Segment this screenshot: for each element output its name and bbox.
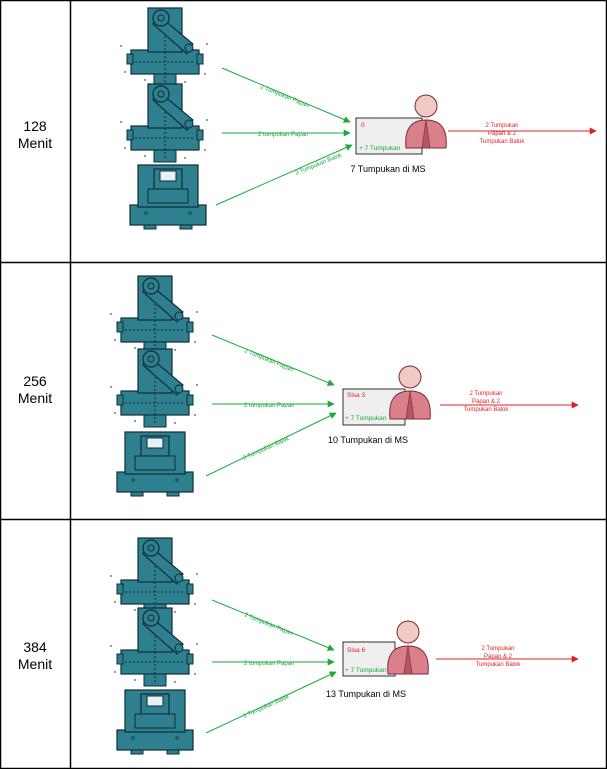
ms-storage-box: [342, 641, 396, 677]
arrow-top: [211, 334, 335, 386]
row-128-menit: 128 Menit 2 Tumpukan Papan 2 tumpukan Pa…: [18, 7, 597, 230]
box-top-text: Sisa 3: [347, 392, 365, 399]
arrow-top-label: 2 Tumpukan Papan: [243, 612, 294, 637]
box-bottom-text: + 7 Tumpukan: [345, 667, 387, 674]
arrow-bottom: [205, 671, 337, 734]
arrow-bottom: [215, 144, 353, 206]
row-384-menit: 384 Menit 2 Tumpukan Papan 2 tumpukan Pa…: [18, 537, 579, 755]
box-bottom-text: + 7 Tumpukan: [345, 415, 387, 422]
ms-caption: 13 Tumpukan di MS: [326, 689, 406, 699]
saw-machine-icon: [129, 164, 207, 230]
saw-machine-icon: [116, 689, 194, 755]
output-label-line1: 2 Tumpukan: [481, 646, 514, 652]
arrow-mid-label: 2 tumpukan Papan: [244, 403, 294, 409]
arrow-top: [221, 67, 351, 123]
arrow-bottom-label: 3 Tumpukan Balok: [242, 436, 291, 462]
time-unit: Menit: [18, 135, 52, 151]
arrow-mid-label: 2 tumpukan Papan: [244, 661, 294, 667]
planer-machine-icon: [119, 83, 209, 163]
time-value: 256: [23, 373, 47, 389]
arrow-mid-label: 2 tumpukan Papan: [258, 132, 308, 138]
time-value: 128: [23, 118, 47, 134]
time-value: 384: [23, 639, 47, 655]
output-label-line1: 2 Tumpukan: [485, 123, 518, 129]
output-label-line2: Papan & 2: [488, 131, 517, 137]
output-label-line3: Tumpukan Balok: [480, 139, 526, 145]
output-label-line2: Papan & 2: [472, 399, 501, 405]
output-label-line3: Tumpukan Balok: [464, 407, 510, 413]
box-bottom-text: + 7 Tumpukan: [359, 145, 401, 152]
planer-machine-icon: [109, 275, 199, 355]
time-unit: Menit: [18, 390, 52, 406]
planer-machine-icon: [109, 607, 199, 687]
box-top-text: 0: [361, 122, 365, 129]
arrow-top-label: 2 Tumpukan Papan: [259, 84, 310, 109]
output-label-line2: Papan & 2: [484, 654, 513, 660]
arrow-top-label: 2 Tumpukan Papan: [243, 348, 294, 373]
output-label-line3: Tumpukan Balok: [476, 662, 522, 668]
arrow-bottom-label: 3 Tumpukan Balok: [242, 694, 291, 720]
row-256-menit: 256 Menit 2 Tumpukan Papan 2 tumpukan Pa…: [18, 275, 579, 497]
arrow-bottom-label: 3 Tumpukan Balok: [295, 152, 344, 177]
saw-machine-icon: [116, 431, 194, 497]
arrow-bottom: [205, 412, 337, 477]
box-top-text: Sisa 6: [347, 647, 365, 654]
planer-machine-icon: [109, 348, 199, 428]
planer-machine-icon: [109, 537, 199, 617]
ms-caption: 7 Tumpukan di MS: [350, 164, 425, 174]
time-unit: Menit: [18, 656, 52, 672]
planer-machine-icon: [119, 7, 209, 87]
output-label-line1: 2 Tumpukan: [469, 391, 502, 397]
arrow-top: [211, 599, 335, 651]
ms-caption: 10 Tumpukan di MS: [328, 435, 408, 445]
